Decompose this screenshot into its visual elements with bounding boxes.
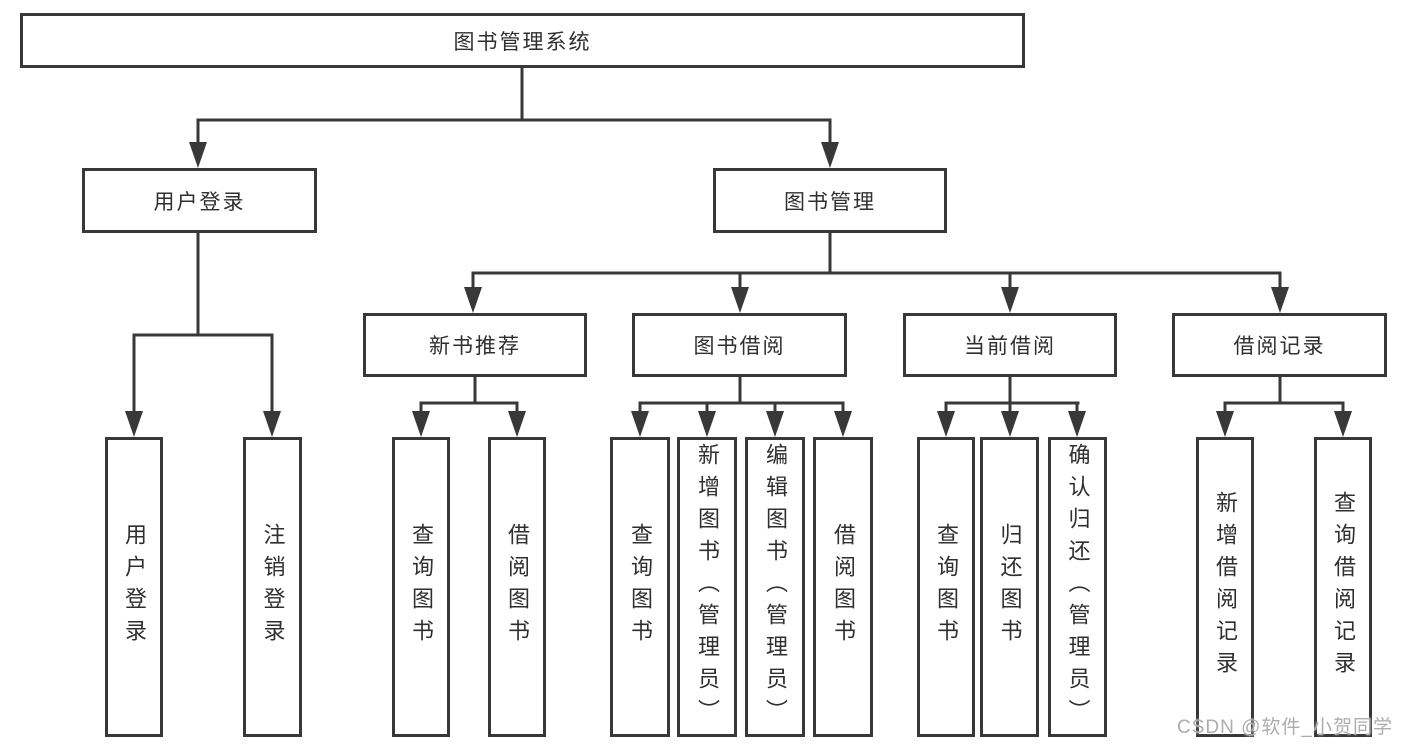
arrowhead xyxy=(631,411,649,437)
csdn-watermark: CSDN @软件_小贺同学 xyxy=(1177,717,1393,738)
node-book-borrowing: 图书借阅 xyxy=(632,313,847,377)
arrowhead xyxy=(1001,287,1019,313)
node-user-login: 用户登录 xyxy=(82,168,317,233)
arrowhead xyxy=(189,142,207,168)
leaf-add-book-admin: 新增图书（管理员） xyxy=(677,437,737,737)
arrowhead xyxy=(1334,411,1352,437)
arrowhead xyxy=(464,287,482,313)
node-new-book-recommend: 新书推荐 xyxy=(363,313,587,377)
arrowhead xyxy=(125,411,143,437)
arrowhead xyxy=(937,411,955,437)
arrowhead xyxy=(766,411,784,437)
node-root: 图书管理系统 xyxy=(20,13,1025,68)
arrowhead xyxy=(821,142,839,168)
arrowhead xyxy=(412,411,430,437)
arrowhead xyxy=(263,411,281,437)
leaf-query-books-recommend: 查询图书 xyxy=(392,437,450,737)
leaf-logout: 注销登录 xyxy=(243,437,302,737)
leaf-add-borrow-record: 新增借阅记录 xyxy=(1196,437,1254,737)
node-current-borrowing: 当前借阅 xyxy=(903,313,1117,377)
arrowhead xyxy=(731,287,749,313)
leaf-query-books-borrowing: 查询图书 xyxy=(610,437,670,737)
arrowhead xyxy=(698,411,716,437)
arrowhead xyxy=(1068,411,1086,437)
leaf-borrow-books-recommend: 借阅图书 xyxy=(488,437,546,737)
leaf-query-books-current: 查询图书 xyxy=(917,437,975,737)
arrowhead xyxy=(834,411,852,437)
arrowhead xyxy=(508,411,526,437)
node-book-management: 图书管理 xyxy=(713,168,947,233)
leaf-confirm-return-admin: 确认归还（管理员） xyxy=(1048,437,1107,737)
arrowhead xyxy=(1001,411,1019,437)
leaf-return-book: 归还图书 xyxy=(980,437,1039,737)
leaf-query-borrow-record: 查询借阅记录 xyxy=(1314,437,1372,737)
arrowhead xyxy=(1216,411,1234,437)
arrowhead xyxy=(1271,287,1289,313)
leaf-edit-book-admin: 编辑图书（管理员） xyxy=(745,437,805,737)
node-borrowing-records: 借阅记录 xyxy=(1172,313,1387,377)
leaf-user-login: 用户登录 xyxy=(105,437,163,737)
leaf-borrow-books-borrowing: 借阅图书 xyxy=(813,437,873,737)
